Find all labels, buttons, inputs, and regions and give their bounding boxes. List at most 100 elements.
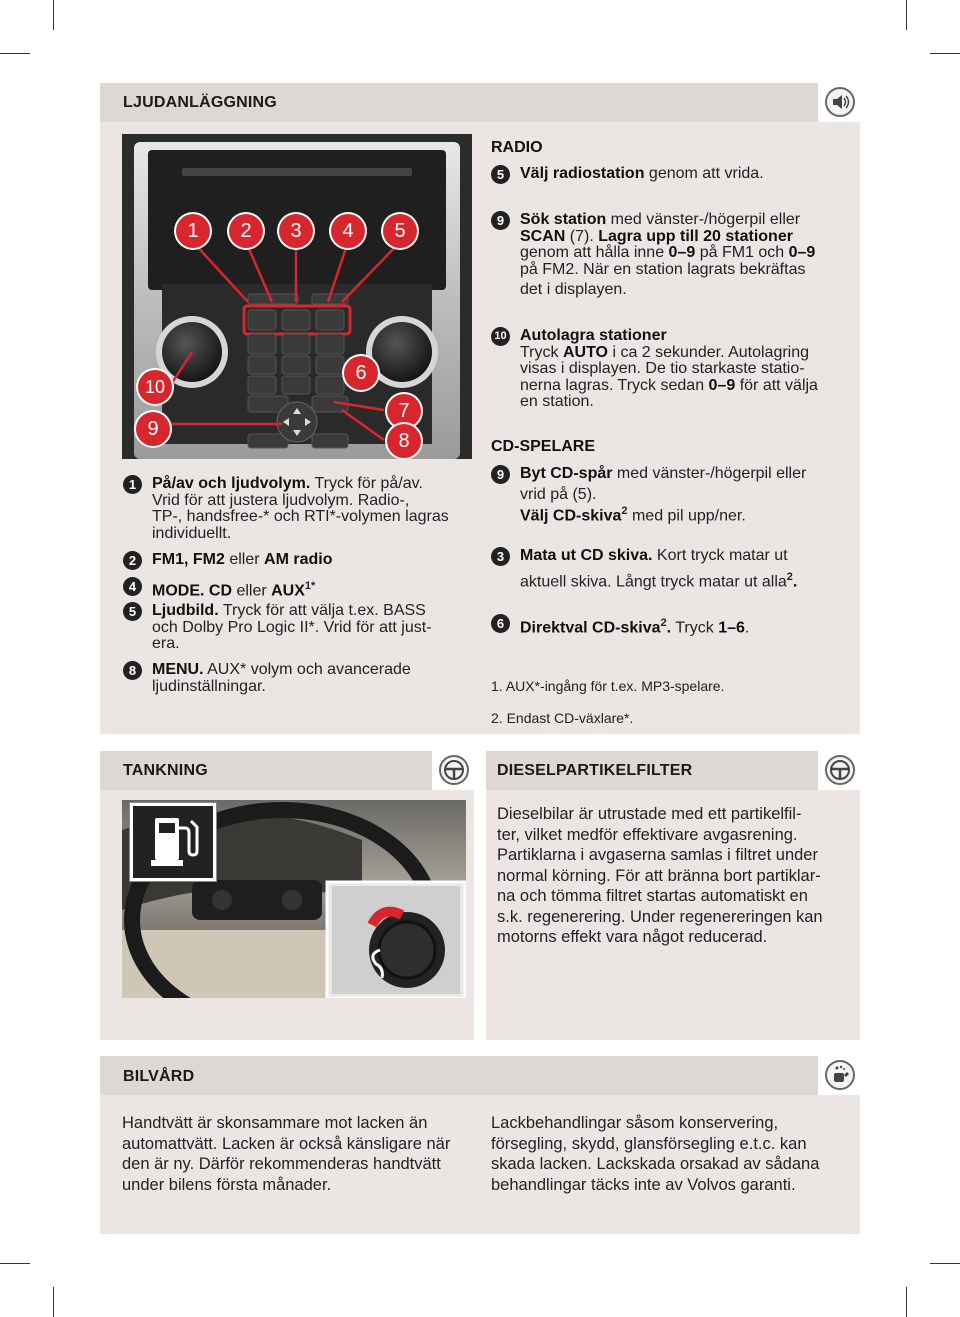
- text-line: FM1, FM2 eller AM radio: [152, 551, 472, 569]
- radio-heading: RADIO: [491, 139, 543, 156]
- list-item: Välj radiostation genom att vrida.: [520, 165, 850, 183]
- text-run: AUTO: [562, 343, 608, 361]
- footnote-2: 2. Endast CD-växlare*.: [491, 710, 634, 726]
- text-line: ter, vilket medför effektivare avgasreni…: [497, 825, 798, 844]
- number-badge: 8: [123, 661, 142, 680]
- text-line: aktuell skiva. Långt tryck matar ut alla…: [520, 569, 850, 591]
- text-line: skada lacken. Lackskada orsakad av sådan…: [491, 1155, 820, 1173]
- crop-mark: [930, 53, 960, 54]
- text-run: genom att vrida.: [644, 165, 764, 182]
- text-line: Sök station med vänster-/högerpil eller: [520, 211, 850, 229]
- text-line: vrid på (5).: [520, 486, 850, 504]
- text-line: Vrid för att justera ljudvolym. Radio-,: [152, 491, 410, 509]
- crop-mark: [53, 0, 54, 30]
- bilvard-left-text: Handtvätt är skonsammare mot lacken än a…: [122, 1113, 450, 1195]
- text-run: Byt CD-spår: [520, 465, 613, 482]
- text-run: Mata ut CD skiva.: [520, 547, 653, 564]
- section-title: DIESELPARTIKELFILTER: [497, 762, 693, 779]
- text-line: MODE. CD eller AUX1*: [152, 578, 472, 600]
- steering-wheel-icon: [438, 754, 470, 791]
- list-item: Mata ut CD skiva. Kort tryck matar ut akt…: [520, 547, 850, 591]
- number-badge: 3: [491, 547, 510, 566]
- text-line: Tryck AUTO i ca 2 sekunder. Autolagring: [520, 343, 850, 362]
- callout-7: 7: [387, 394, 421, 428]
- text-line: TP-, handsfree-* och RTI*-volymen lagras: [152, 508, 449, 525]
- text-line: genom att hålla inne 0–9 på FM1 och 0–9: [520, 244, 850, 262]
- callout-5: 5: [383, 214, 417, 248]
- number-badge: 5: [123, 602, 142, 621]
- text-run: .: [666, 619, 672, 637]
- text-line: Handtvätt är skonsammare mot lacken än: [122, 1114, 428, 1132]
- text-run: med pil upp/ner.: [627, 507, 746, 525]
- tankning-header-bar: [100, 751, 432, 790]
- text-run: 0–9: [708, 376, 736, 394]
- text-run: .: [744, 619, 750, 637]
- text-run: Välj radiostation: [520, 165, 645, 182]
- text-line: Välj CD-skiva2 med pil upp/ner.: [520, 503, 850, 525]
- text-line: Autolagra stationer: [520, 327, 850, 345]
- text-run: MENU.: [152, 661, 204, 678]
- text-run: På/av och ljudvolym.: [152, 475, 311, 492]
- number-badge: 9: [491, 211, 510, 230]
- crop-mark: [53, 1287, 54, 1317]
- text-line: På/av och ljudvolym. Tryck för på/av.: [152, 475, 472, 493]
- text-line: Direktval CD-skiva2. Tryck 1–6.: [520, 615, 850, 637]
- number-badge: 10: [491, 327, 510, 346]
- text-line: nerna lagras. Tryck sedan 0–9 för att vä…: [520, 376, 850, 395]
- text-run: AM radio: [264, 551, 333, 568]
- callout-10: 10: [138, 370, 172, 404]
- text-run: 2: [660, 617, 667, 629]
- number-badge: 9: [491, 465, 510, 484]
- text-line: MENU. AUX* volym och avancerade: [152, 661, 472, 679]
- text-line: visas i displayen. De tio starkaste stat…: [520, 360, 850, 378]
- text-run: 2: [621, 505, 628, 517]
- text-run: det i displayen.: [520, 281, 627, 298]
- text-run: en station.: [520, 393, 594, 410]
- text-run: i ca 2 sekunder. Autolagring: [608, 343, 810, 361]
- fuel-cap-photo: [122, 800, 467, 1038]
- text-line: SCAN (7). Lagra upp till 20 stationer: [520, 227, 850, 246]
- text-run: med vänster-/högerpil eller: [612, 465, 807, 482]
- text-run: (7).: [565, 227, 599, 245]
- text-run: Ljudbild.: [152, 602, 219, 619]
- cd-heading: CD-SPELARE: [491, 438, 596, 455]
- text-run: Tryck: [520, 343, 563, 361]
- list-item: MODE. CD eller AUX1*: [152, 578, 472, 600]
- text-run: på FM1 och: [695, 244, 789, 261]
- text-line: s.k. regenerering. Under regenereringen …: [497, 907, 823, 926]
- text-run: Lagra upp till 20 stationer: [598, 227, 793, 245]
- text-run: aktuell skiva. Långt tryck matar ut alla: [520, 572, 787, 590]
- text-line: Partiklarna i avgaserna samlas i filtret…: [497, 846, 818, 864]
- text-run: Autolagra stationer: [520, 327, 667, 344]
- number-badge: 1: [123, 475, 142, 494]
- text-run: AUX: [271, 582, 305, 600]
- text-run: Tryck: [671, 619, 719, 637]
- text-run: eller: [224, 551, 265, 568]
- text-line: under bilens första månader.: [122, 1175, 332, 1194]
- text-line: era.: [152, 635, 180, 652]
- number-badge: 4: [123, 577, 142, 596]
- diesel-body: Dieselbilar är utrustade med ett partike…: [497, 804, 823, 948]
- text-run: Kort tryck matar ut: [652, 547, 788, 564]
- list-item: Byt CD-spår med vänster-/högerpil eller v…: [520, 465, 850, 525]
- text-run: .: [792, 572, 798, 590]
- crop-mark: [906, 0, 907, 30]
- text-run: Direktval CD-skiva: [520, 619, 661, 637]
- text-run: 2: [786, 570, 793, 583]
- callout-1: 1: [176, 214, 210, 248]
- text-run: Tryck för att välja t.ex. BASS: [218, 602, 426, 619]
- text-run: med vänster-/högerpil eller: [606, 211, 801, 228]
- bilvard-header-bar: [100, 1056, 818, 1095]
- number-badge: 2: [123, 551, 142, 570]
- list-item: FM1, FM2 eller AM radio: [152, 551, 472, 569]
- text-line: Byt CD-spår med vänster-/högerpil eller: [520, 465, 850, 483]
- section-title: BILVÅRD: [123, 1068, 195, 1085]
- text-line: ljudinställningar.: [152, 677, 266, 695]
- text-line: na och tömma filtret startas automatiskt…: [497, 887, 808, 905]
- text-line: behandlingar täcks inte av Volvos garant…: [491, 1175, 796, 1194]
- callout-6: 6: [344, 356, 378, 390]
- crop-mark: [0, 1263, 30, 1264]
- crop-mark: [930, 1263, 960, 1264]
- text-line: Dieselbilar är utrustade med ett partike…: [497, 805, 802, 823]
- text-line: Lackbehandlingar såsom konservering,: [491, 1114, 779, 1132]
